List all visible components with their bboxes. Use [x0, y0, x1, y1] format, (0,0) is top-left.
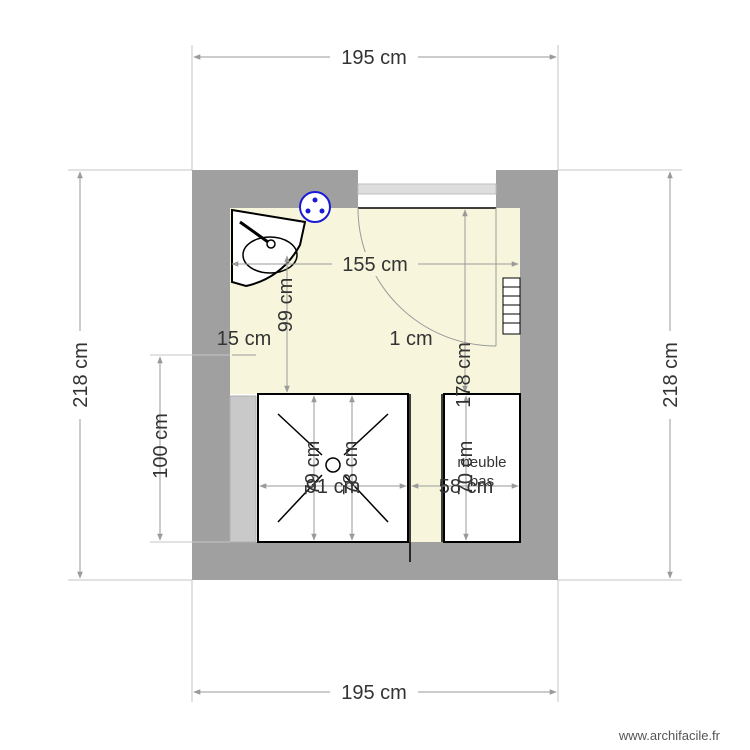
dim-inner-width: 155 cm: [342, 254, 408, 276]
low-cabinet: [443, 393, 521, 543]
dim-cabinet-height: 70 cm: [455, 441, 477, 495]
dim-shower-width: 91 cm: [306, 476, 360, 498]
dim-left-gap: 15 cm: [217, 328, 271, 350]
dim-left-height: 218 cm: [70, 342, 92, 408]
dim-wall-strip-height: 100 cm: [150, 413, 172, 479]
wall-strip: [229, 395, 257, 543]
dim-top-width: 195 cm: [341, 47, 407, 69]
dim-shower-height: 79 cm: [302, 441, 324, 495]
dim-door-side-height: 178 cm: [453, 342, 475, 408]
floor-corridor: [410, 394, 442, 542]
dim-bottom-width: 195 cm: [341, 682, 407, 704]
dim-gap-center: 1 cm: [389, 328, 432, 350]
shower-drain: [325, 457, 341, 473]
cabinet-label: meuble bas: [457, 454, 510, 490]
dim-right-height: 218 cm: [660, 342, 682, 408]
dim-sink-to-shower: 99 cm: [275, 278, 297, 332]
corner-sink: [231, 208, 307, 288]
radiator: [502, 277, 521, 335]
door-frame: [357, 183, 497, 195]
extension-lines: [68, 45, 682, 702]
outlet-icon: [299, 191, 331, 223]
dim-shower-inner: 78 cm: [340, 441, 362, 495]
shower-tray: [257, 393, 409, 543]
dim-cabinet-width: 58 cm: [439, 476, 493, 498]
credit-text: www.archifacile.fr: [618, 728, 721, 743]
